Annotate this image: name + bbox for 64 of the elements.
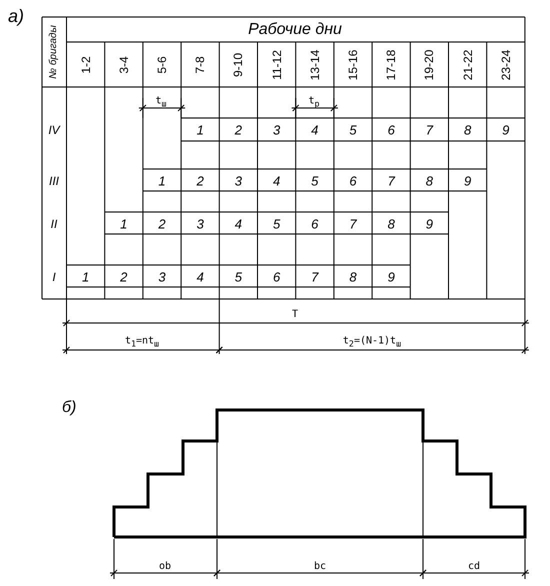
- work-stage-number: 7: [349, 218, 357, 230]
- work-stage-number: 2: [234, 124, 242, 136]
- brigade-number: IV: [48, 124, 60, 136]
- day-range: 15-16: [347, 50, 359, 80]
- work-stage-number: 9: [388, 270, 395, 284]
- work-stage-number: 3: [196, 218, 204, 230]
- brigade-number: I: [52, 271, 56, 283]
- work-stage-number: 9: [502, 124, 510, 136]
- column-header: № бригады: [49, 25, 59, 79]
- work-stage-number: 8: [464, 124, 472, 136]
- work-stage-number: 6: [311, 218, 318, 230]
- dimension-label: t$_{1}$=nt$_{ш}$: [124, 336, 160, 348]
- work-stage-number: 9: [464, 174, 472, 188]
- work-stage-number: 1: [196, 124, 204, 136]
- work-stage-number: 9: [426, 218, 433, 230]
- work-stage-number: 4: [311, 124, 318, 136]
- work-stage-number: 8: [426, 174, 433, 188]
- work-stage-number: 1: [120, 218, 128, 230]
- dimension-label: T: [292, 310, 298, 320]
- day-range: 23-24: [500, 50, 512, 80]
- work-stage-number: 5: [349, 124, 357, 136]
- work-stage-number: 1: [158, 174, 166, 188]
- work-stage-number: 4: [272, 174, 280, 188]
- work-stage-number: 5: [272, 218, 280, 230]
- work-stage-number: 8: [388, 218, 395, 230]
- work-stage-number: 7: [388, 174, 395, 188]
- day-range: 21-22: [462, 50, 474, 80]
- work-stage-number: 6: [388, 124, 395, 136]
- work-stage-number: 4: [196, 270, 204, 284]
- panel-label: б): [62, 400, 76, 416]
- table-title: Рабочие дни: [248, 22, 342, 38]
- work-stage-number: 7: [311, 270, 318, 284]
- work-stage-number: 2: [120, 270, 128, 284]
- work-stage-number: 2: [158, 218, 166, 230]
- day-range: 13-14: [308, 50, 321, 80]
- work-stage-number: 7: [426, 124, 433, 136]
- work-stage-number: 6: [272, 270, 280, 284]
- dimension-label: cd: [468, 562, 480, 572]
- day-range: 1-2: [80, 56, 92, 74]
- brigade-number: II: [50, 218, 58, 230]
- day-range: 7-8: [194, 56, 206, 74]
- day-range: 11-12: [270, 50, 283, 80]
- work-stage-number: 5: [311, 174, 318, 188]
- work-stage-number: 2: [196, 174, 204, 188]
- work-stage-number: 3: [158, 270, 166, 284]
- dimension-label: t$_{р}$: [308, 96, 320, 108]
- dimension-label: t$_{ш}$: [155, 96, 167, 108]
- work-stage-number: 8: [349, 270, 357, 284]
- brigade-number: III: [49, 175, 59, 187]
- day-range: 5-6: [156, 56, 168, 74]
- day-range: 19-20: [423, 50, 436, 80]
- work-stage-number: 6: [349, 174, 357, 188]
- work-stage-number: 3: [234, 174, 242, 188]
- work-stage-number: 4: [234, 218, 242, 230]
- day-range: 3-4: [118, 56, 130, 74]
- day-range: 17-18: [385, 50, 398, 80]
- work-stage-number: 5: [234, 270, 242, 284]
- dimension-label: t$_{2}$=(N-1)t$_{ш}$: [342, 336, 402, 348]
- panel-label: а): [8, 7, 24, 25]
- dimension-label: bc: [314, 562, 326, 572]
- work-stage-number: 3: [272, 124, 280, 136]
- work-stage-number: 1: [82, 270, 90, 284]
- day-range: 9-10: [232, 52, 244, 78]
- dimension-label: ob: [158, 562, 172, 572]
